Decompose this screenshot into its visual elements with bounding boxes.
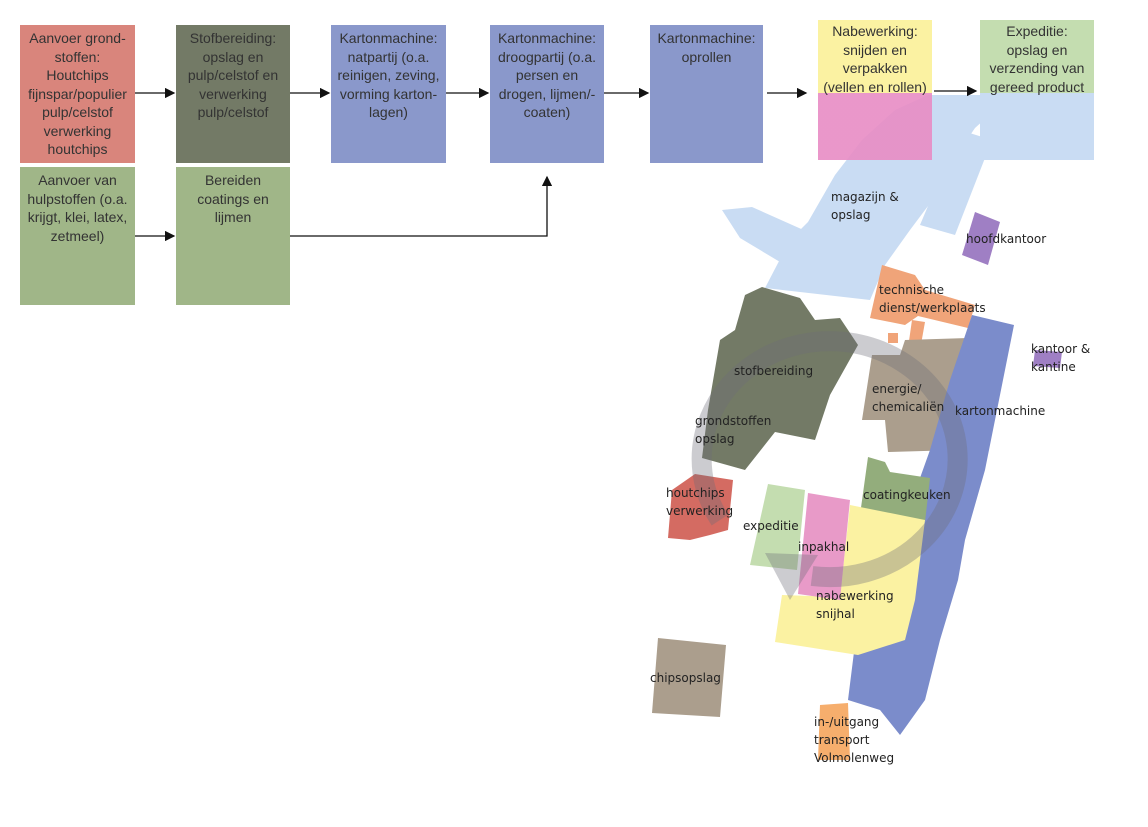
map-label-hoofdkantoor: hoofdkantoor xyxy=(966,232,1047,246)
process-cycle-arrow xyxy=(691,331,968,588)
map-building-chipsopslag xyxy=(652,638,726,717)
map-label-stofbereiding: stofbereiding xyxy=(734,364,814,378)
map-label-coatingkeuken: coatingkeuken xyxy=(863,488,951,502)
map-building-hoofdkantoor xyxy=(962,212,1000,265)
flow-box-stofbereiding: Stofbereiding: opslag en pulp/celstof en… xyxy=(176,25,290,163)
map-label-kartonmachine: kartonmachine xyxy=(955,404,1046,418)
flow-box-nabewerking: Nabewerking: snijden en verpakken (velle… xyxy=(818,20,932,160)
process-cycle-arrowhead xyxy=(765,553,818,600)
map-building-nabewerking xyxy=(775,505,925,655)
map-label-chipsopslag: chipsopslag xyxy=(650,671,721,685)
map-building-stofbereiding xyxy=(702,287,858,470)
flow-box-expeditie: Expeditie: opslag en verzending van gere… xyxy=(980,20,1094,160)
flow-box-aanvoer-grondstoffen: Aanvoer grond- stoffen: Houtchips fijnsp… xyxy=(20,25,135,163)
map-building-inpakhal xyxy=(798,493,850,600)
map-building-kantoor-kantine xyxy=(1033,350,1062,368)
flow-box-kartonmachine-oprollen: Kartonmachine: oprollen xyxy=(650,25,763,163)
flow-box-bereiden-coatings: Bereiden coatings en lijmen xyxy=(176,167,290,305)
map-label-grondstoffen: grondstoffen opslag xyxy=(695,414,772,446)
map-building-expeditie xyxy=(750,484,805,570)
flow-box-kartonmachine-natpartij: Kartonmachine: natpartij (o.a. reinigen,… xyxy=(331,25,446,163)
map-label-expeditie: expeditie xyxy=(743,519,799,533)
map-label-magazijn: magazijn & opslag xyxy=(831,190,899,222)
map-label-inpakhal: inpakhal xyxy=(798,540,850,554)
map-building-houtchips xyxy=(668,474,733,540)
flow-box-aanvoer-hulpstoffen: Aanvoer van hulpstoffen (o.a. krijgt, kl… xyxy=(20,167,135,305)
map-label-energie: energie/ chemicaliën xyxy=(872,382,945,414)
map-building-ingang xyxy=(818,703,850,760)
map-building-magazijn xyxy=(722,95,995,300)
map-label-houtchips: houtchips verwerking xyxy=(666,486,734,518)
flow-arrows xyxy=(135,85,978,242)
map-label-nabewerking: nabewerking snijhal xyxy=(816,589,894,621)
map-label-kantoor: kantoor & kantine xyxy=(1031,342,1091,374)
map-building-coatingkeuken xyxy=(860,457,930,522)
map-label-ingang: in-/uitgang transport Volmolenweg xyxy=(814,715,895,765)
flow-box-kartonmachine-droogpartij: Kartonmachine: droogpartij (o.a. persen … xyxy=(490,25,604,163)
map-label-technische: technische dienst/werkplaats xyxy=(879,283,986,315)
